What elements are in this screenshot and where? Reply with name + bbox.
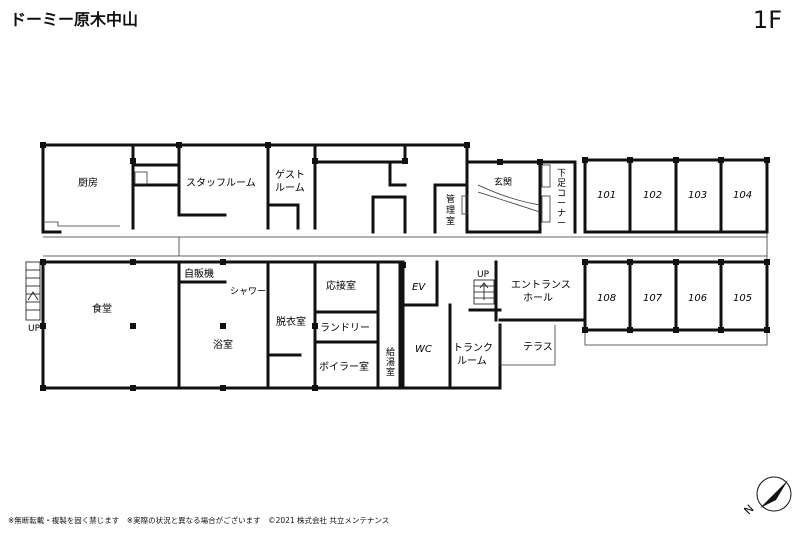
unit-102: 102	[643, 190, 662, 201]
label-changing: 脱衣室	[276, 315, 306, 328]
unit-107: 107	[643, 293, 663, 304]
label-trunk-2: ルーム	[457, 355, 487, 367]
label-office-1: 管	[446, 193, 455, 205]
label-ev: EV	[412, 282, 426, 293]
label-guest-room-2: ルーム	[275, 182, 305, 194]
label-shoe-corner-5: ナ	[557, 208, 566, 219]
wall-mid-block	[313, 143, 407, 164]
label-boiler: ボイラー室	[319, 360, 369, 373]
wall-hall	[498, 260, 587, 322]
label-shoe-corner-2: 足	[557, 178, 566, 189]
columns	[40, 142, 770, 391]
entrance-ramp	[477, 184, 541, 206]
shoe-corner-cabinet	[541, 164, 551, 188]
label-kitchen: 厨房	[78, 176, 98, 189]
entrance-ramp-2	[477, 191, 541, 213]
kitchen-counter	[45, 221, 120, 227]
label-dining: 食堂	[92, 302, 112, 315]
label-trunk-1: トランク	[453, 342, 493, 354]
label-reception: 応接室	[326, 279, 356, 292]
label-shoe-corner-4: ー	[557, 199, 566, 209]
floor-label: 1F	[752, 6, 782, 34]
label-vending: 自販機	[184, 267, 214, 280]
label-supply-2: 湯	[386, 357, 395, 368]
unit-101: 101	[597, 190, 616, 201]
label-up-center: UP	[477, 270, 490, 280]
wall-office	[433, 183, 469, 234]
label-office-2: 理	[446, 205, 455, 216]
compass-label: N	[742, 502, 757, 517]
label-guest-room-1: ゲスト	[275, 169, 305, 181]
wall-small-room	[371, 195, 407, 234]
wall-mid-block-2	[388, 163, 407, 187]
label-shoe-corner-3: コ	[557, 189, 566, 199]
terrace-outline	[584, 330, 768, 346]
label-entrance: 玄関	[494, 176, 512, 188]
stairs-center	[473, 279, 495, 305]
label-terrace: テラス	[523, 341, 553, 353]
unit-105: 105	[733, 293, 752, 304]
label-shower: シャワー	[230, 287, 266, 297]
stairs-left	[25, 261, 41, 321]
label-bath: 浴室	[213, 338, 233, 351]
shoe-corner-cabinet-2	[541, 195, 551, 223]
unit-104: 104	[733, 190, 752, 201]
label-shoe-corner-6: ー	[557, 219, 566, 229]
label-supply-3: 室	[386, 366, 395, 378]
label-wc: WC	[415, 344, 432, 355]
label-shoe-corner-1: 下	[557, 169, 566, 179]
wall-ev	[401, 260, 439, 307]
label-hall-2: ホール	[523, 292, 553, 304]
office-door-mark	[461, 195, 469, 215]
wall-guest-inner	[266, 203, 300, 230]
label-hall-1: エントランス	[511, 279, 571, 291]
label-office-3: 室	[446, 215, 455, 227]
label-staff-room: スタッフルーム	[186, 177, 256, 189]
page-title: ドーミー原木中山	[10, 10, 139, 29]
unit-108: 108	[597, 293, 616, 304]
terrace-deck	[499, 325, 556, 366]
label-laundry: ランドリー	[320, 322, 370, 334]
kitchen-fixture	[134, 171, 148, 185]
footer-note: ※無断転載・複製を固く禁じます ※実際の状況と異なる場合がございます ©2021…	[8, 516, 390, 525]
label-up-left: UP	[28, 324, 41, 334]
unit-106: 106	[688, 293, 707, 304]
unit-103: 103	[688, 190, 707, 201]
compass-icon: N	[742, 476, 792, 517]
label-supply-1: 給	[386, 346, 395, 358]
